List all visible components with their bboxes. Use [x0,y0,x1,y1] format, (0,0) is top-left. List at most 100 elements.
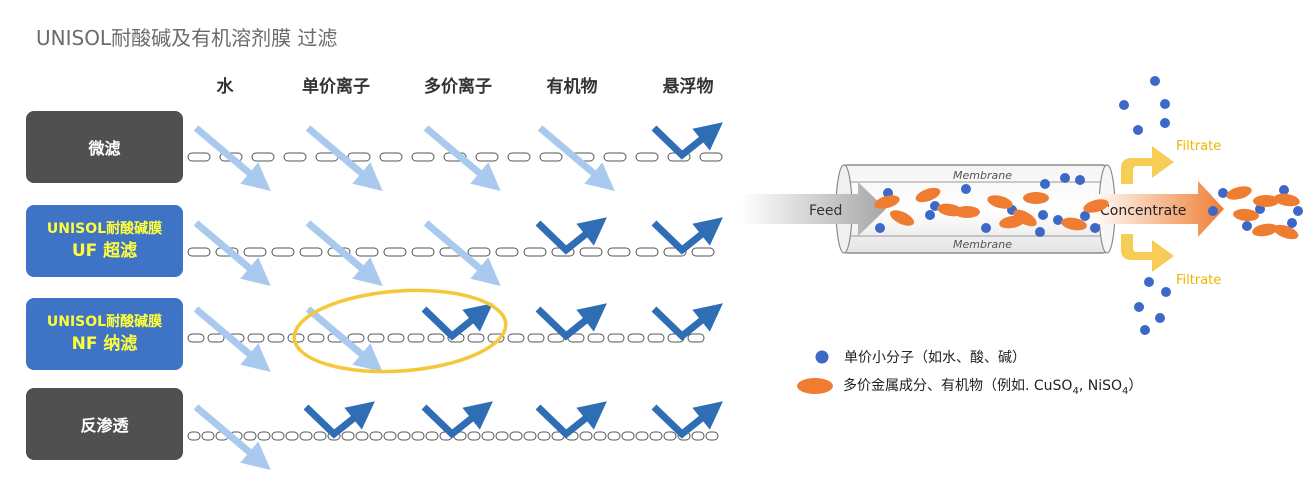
pass-through-arrow [423,220,501,287]
membrane-pore [369,431,383,441]
membrane-pore [523,247,547,257]
filtrate-label-top: Filtrate [1176,139,1221,154]
legend-multivalent: 多价金属成分、有机物（例如. CuSO4, NiSO4） [795,375,1142,397]
multivalent-particle [954,206,980,218]
membrane-pore [621,431,635,441]
row-label-text: 微滤 [88,139,121,158]
nf-highlight-ellipse [292,288,508,374]
multivalent-particle [1252,223,1278,237]
page-title: UNISOL耐酸碱及有机溶剂膜 过滤 [36,26,338,50]
membrane-pore [207,333,225,343]
membrane-pore [635,152,659,162]
pass-through-arrow [305,306,383,373]
membrane-pore [635,247,659,257]
membrane-pore [705,431,719,441]
monovalent-particle [981,223,991,233]
row-label-nanofiltration: UNISOL耐酸碱膜 NF 纳滤 [26,298,183,370]
concentrate-label: Concentrate [1100,203,1186,219]
membrane-label-bottom: Membrane [953,238,1012,251]
membrane-pore [663,431,677,441]
membrane-pore [635,431,649,441]
monovalent-particle [1144,277,1154,287]
row-label-ultrafiltration: UNISOL耐酸碱膜 UF 超滤 [26,205,183,277]
concentrate-arrow [1090,181,1224,237]
membrane-pore [299,431,313,441]
monovalent-particle [1160,99,1170,109]
row-label-reverse-osmosis: 反渗透 [26,388,183,460]
membrane-pore [527,333,545,343]
monovalent-particle [1133,125,1143,135]
membrane-pore [187,152,211,162]
membrane-pore [313,431,327,441]
membrane-pore [247,333,265,343]
monovalent-particle [961,184,971,194]
membrane-pore [467,247,491,257]
monovalent-particle [1150,76,1160,86]
monovalent-particle [1161,287,1171,297]
multivalent-particle [1226,186,1252,200]
membrane-process-diagram: Membrane Membrane Feed Concentrate Filtr… [740,76,1303,335]
rejected-arrow [535,217,607,255]
multivalent-particle [1083,199,1109,213]
monovalent-particle [875,223,885,233]
membrane-pore [243,431,257,441]
membrane-pore [481,431,495,441]
monovalent-particle [1155,313,1165,323]
column-header-suspended: 悬浮物 [662,77,714,97]
membrane-pore [347,152,371,162]
membrane-pore [187,431,201,441]
membrane-pore [691,247,715,257]
multivalent-particle [1274,193,1300,207]
membrane-pore [271,431,285,441]
membrane-pore [607,333,625,343]
monovalent-particle [1075,175,1085,185]
row-label-line1: UNISOL耐酸碱膜 [46,314,163,330]
monovalent-particle [1208,206,1218,216]
membrane-pore [407,333,425,343]
membrane-pore [523,431,537,441]
membrane-pore [507,152,531,162]
membrane-pore [467,431,481,441]
rejected-arrow [421,401,493,439]
filtration-grid [187,122,723,471]
feed-arrow [740,182,886,236]
membrane-pore [509,431,523,441]
column-header-multivalent-ion: 多价离子 [424,77,492,97]
membrane-pore [467,333,485,343]
row-label-text: 反渗透 [80,416,129,435]
membrane-pore [647,333,665,343]
monovalent-particle [1053,215,1063,225]
monovalent-particle [1279,185,1289,195]
membrane-pore [699,152,723,162]
monovalent-particle [1293,206,1303,216]
multivalent-particle [1253,195,1279,207]
membrane-pore [243,247,267,257]
row-label-line2: UF 超滤 [71,241,138,261]
membrane-pore [579,247,603,257]
multivalent-particle [874,195,900,209]
multivalent-particle [1061,217,1087,231]
multivalent-particle [987,195,1013,209]
membrane-pore [495,431,509,441]
rejected-arrow [651,303,723,341]
membrane-pore [257,431,271,441]
membrane-pore [427,333,445,343]
membrane-pore [691,431,705,441]
pass-through-arrow [193,306,271,373]
filtrate-down-arrow [1121,234,1174,272]
column-header-water: 水 [216,77,234,97]
rejected-arrow [535,303,607,341]
multivalent-particle [889,210,915,226]
pass-through-arrow [193,125,271,192]
legend-monovalent: 单价小分子（如水、酸、碱） [812,347,1026,367]
rejected-arrow [421,303,493,341]
legend-multivalent-label: 多价金属成分、有机物（例如. CuSO4, NiSO4） [843,378,1143,397]
membrane-pore [285,431,299,441]
membrane-pore [383,431,397,441]
column-header-monovalent-ion: 单价离子 [302,77,370,97]
membrane-pore [387,333,405,343]
filtrate-label-bottom: Filtrate [1176,273,1221,288]
membrane-pore [379,152,403,162]
multivalent-particle [1013,209,1037,227]
rejected-arrow [651,122,723,160]
